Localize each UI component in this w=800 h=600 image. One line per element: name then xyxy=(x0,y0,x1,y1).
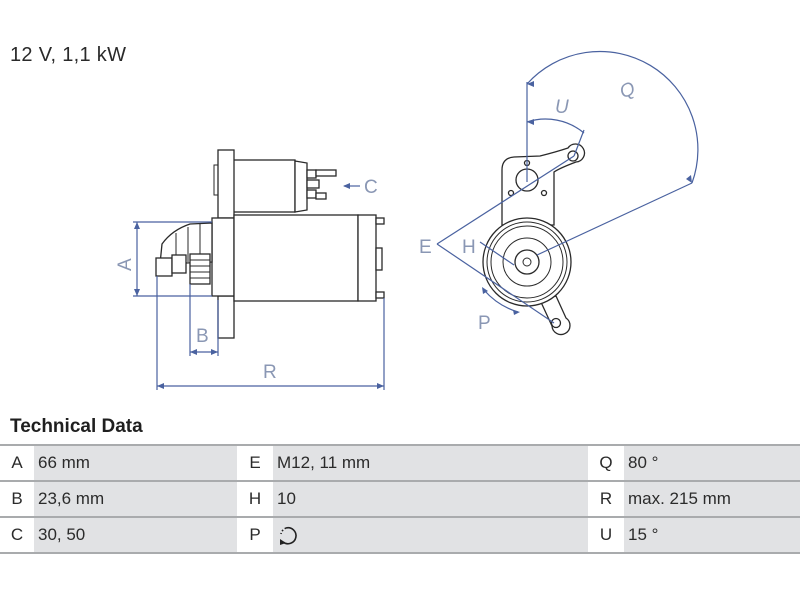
technical-drawing: A B R C xyxy=(115,50,699,390)
solenoid-cap xyxy=(294,160,308,213)
spec-summary: 12 V, 1,1 kW xyxy=(10,44,127,66)
dimension-B: B xyxy=(189,284,219,356)
label-Q: Q xyxy=(617,78,638,103)
mounting-bracket xyxy=(501,143,586,226)
lower-lug xyxy=(539,295,571,336)
bolt-lower xyxy=(375,291,385,299)
angle-dimensions: Q U E H P xyxy=(419,50,699,334)
label-U: U xyxy=(555,97,569,118)
counterclockwise-rotation-icon xyxy=(280,526,297,545)
flange-upper xyxy=(217,149,235,219)
drive-end-plate xyxy=(211,217,235,297)
value-Q: 80 ° xyxy=(624,444,800,482)
value-A: 66 mm xyxy=(34,444,237,482)
table-row: A 66 mm E M12, 11 mm Q 80 ° xyxy=(0,444,800,482)
label-P: P xyxy=(478,313,491,334)
key-Q: Q xyxy=(588,444,624,482)
label-B: B xyxy=(196,326,209,347)
solenoid-body xyxy=(232,159,296,213)
arc-Q xyxy=(526,50,699,184)
key-C: C xyxy=(0,516,34,554)
bolt-upper xyxy=(375,217,385,225)
starter-side-view xyxy=(155,149,385,339)
indicator-C: C xyxy=(343,177,378,198)
value-U: 15 ° xyxy=(624,516,800,554)
dimension-A: A xyxy=(115,221,212,297)
key-E: E xyxy=(237,444,273,482)
starter-end-view xyxy=(482,143,586,336)
terminal-30 xyxy=(306,169,317,179)
key-P: P xyxy=(237,516,273,554)
value-P xyxy=(273,516,588,554)
value-E: M12, 11 mm xyxy=(273,444,588,482)
arc-U xyxy=(526,118,585,134)
value-C: 30, 50 xyxy=(34,516,237,554)
label-H: H xyxy=(462,237,476,258)
technical-data-table: A 66 mm E M12, 11 mm Q 80 ° B 23,6 mm H … xyxy=(0,444,800,554)
dimension-R: R xyxy=(156,276,385,390)
terminal-small xyxy=(306,179,320,189)
motor-body xyxy=(233,214,359,302)
label-E: E xyxy=(419,237,432,258)
terminal-50 xyxy=(306,189,317,199)
value-R: max. 215 mm xyxy=(624,480,800,518)
value-B: 23,6 mm xyxy=(34,480,237,518)
mount-hole-lower xyxy=(550,317,562,329)
table-row: B 23,6 mm H 10 R max. 215 mm xyxy=(0,480,800,518)
label-A: A xyxy=(115,258,136,271)
terminal-30-stud xyxy=(315,169,337,177)
label-C: C xyxy=(364,177,378,198)
key-H: H xyxy=(237,480,273,518)
key-R: R xyxy=(588,480,624,518)
technical-data-heading: Technical Data xyxy=(10,416,143,437)
table-row: C 30, 50 P U 15 ° xyxy=(0,516,800,554)
key-A: A xyxy=(0,444,34,482)
commutator-end-cap xyxy=(357,214,377,302)
flange-lower xyxy=(217,295,235,339)
terminal-50-stud xyxy=(315,192,327,200)
nose-tip xyxy=(155,257,173,277)
value-H: 10 xyxy=(273,480,588,518)
key-U: U xyxy=(588,516,624,554)
key-B: B xyxy=(0,480,34,518)
end-boss xyxy=(375,247,383,271)
pinion-gear xyxy=(189,253,211,285)
pinion-teeth xyxy=(514,249,540,275)
label-R: R xyxy=(263,362,277,383)
